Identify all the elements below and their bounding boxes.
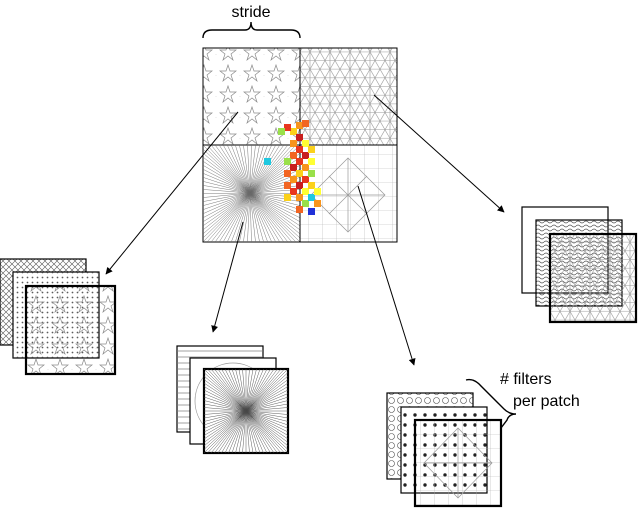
heatmap-cell	[314, 188, 321, 195]
heatmap-cell	[264, 158, 271, 165]
heatmap-cell	[308, 208, 315, 215]
heatmap-cell	[284, 170, 291, 177]
filters-label-line2: per patch	[513, 393, 580, 410]
filter-stack-diamond	[386, 392, 503, 508]
heatmap-cell	[290, 176, 297, 183]
heatmap-cell	[302, 164, 309, 171]
heatmap-cell	[296, 170, 303, 177]
burst-texture	[203, 368, 289, 454]
heatmap-cell	[302, 152, 309, 159]
heatmap-cell	[296, 134, 303, 141]
patch-top-right	[299, 47, 398, 146]
filters-label-line1: # filters	[500, 371, 552, 388]
heatmap-cell	[290, 128, 297, 135]
heatmap-cell	[308, 194, 315, 201]
filter-card	[548, 232, 638, 324]
heatmap-cell	[290, 188, 297, 195]
heatmap-cell	[308, 146, 315, 153]
filter-card	[24, 284, 117, 376]
arrow-to-diamond-filters	[357, 185, 416, 366]
heatmap-cell	[308, 158, 315, 165]
heatmap-cell	[290, 152, 297, 159]
heatmap-cell	[296, 206, 303, 213]
heatmap-cell	[302, 120, 309, 127]
heatmap-cell	[284, 194, 291, 201]
heatmap-cell	[284, 124, 291, 131]
heatmap-cell	[296, 194, 303, 201]
arrow-to-triangle-filters	[373, 94, 505, 213]
heatmap-cell	[284, 158, 291, 165]
filter-stack-triangle	[521, 206, 638, 324]
filter-stack-star	[0, 258, 117, 376]
heatmap-cell	[284, 182, 291, 189]
heatmap-cell	[290, 140, 297, 147]
heatmap-cell	[314, 200, 321, 207]
filter-stack-burst	[176, 345, 290, 455]
heatmap-cell	[302, 140, 309, 147]
stride-brace: stride	[202, 4, 301, 39]
input-image	[202, 47, 398, 243]
heatmap-cell	[302, 200, 309, 207]
heatmap-cell	[302, 188, 309, 195]
heatmap-cell	[296, 146, 303, 153]
stride-label: stride	[231, 4, 270, 21]
heatmap-cell	[290, 164, 297, 171]
heatmap-cell	[308, 182, 315, 189]
diamond-texture	[310, 157, 386, 233]
heatmap-cell	[308, 170, 315, 177]
heatmap-cell	[296, 122, 303, 129]
arrow-to-star-filters	[105, 111, 239, 275]
arrow-to-burst-filters	[211, 221, 244, 333]
heatmap-cell	[278, 128, 285, 135]
heatmap-cell	[296, 182, 303, 189]
heatmap-cell	[302, 176, 309, 183]
burst-texture	[202, 144, 301, 243]
arrows	[105, 94, 505, 366]
heatmap-cell	[296, 158, 303, 165]
filters-per-patch-brace: # filters per patch	[465, 371, 580, 429]
activation-heatmap	[264, 120, 321, 215]
